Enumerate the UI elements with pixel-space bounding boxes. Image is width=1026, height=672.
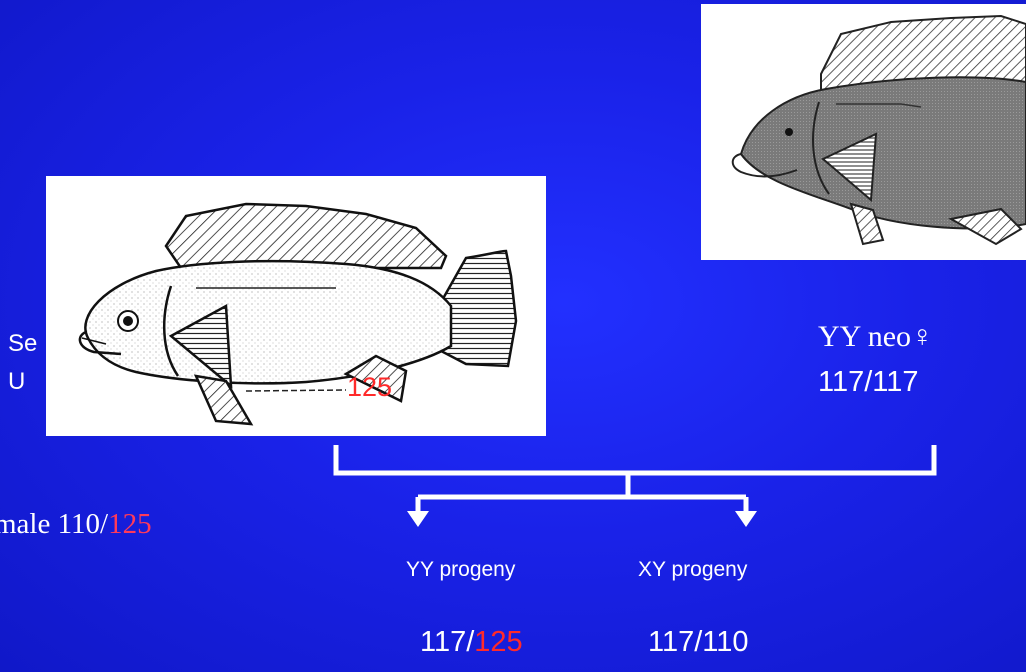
- down-arrow-icon: [735, 511, 757, 527]
- yy-genotype-red: 125: [474, 626, 522, 658]
- bracket-line: [336, 445, 934, 473]
- left-label-line2: U: [8, 368, 25, 396]
- male-overlay-value: 125: [347, 372, 392, 403]
- left-label-line1: Se: [8, 330, 37, 358]
- down-arrow-icon: [407, 511, 429, 527]
- female-fish-image: [701, 4, 1026, 260]
- male-genotype-prefix: male 110/: [0, 508, 108, 540]
- female-genotype: 117/117: [818, 366, 919, 399]
- male-fish-drawing: [46, 176, 546, 436]
- yy-genotype-prefix: 117/: [420, 626, 474, 658]
- xy-progeny-label: XY progeny: [638, 558, 747, 582]
- male-fish-image: [46, 176, 546, 436]
- xy-progeny-genotype: 117/110: [648, 626, 749, 659]
- male-genotype-label: male 110/125: [0, 508, 152, 541]
- female-label: YY neo♀: [818, 320, 934, 354]
- yy-progeny-label: YY progeny: [406, 558, 515, 582]
- cross-bracket: [330, 445, 950, 565]
- male-genotype-red: 125: [108, 508, 152, 540]
- yy-progeny-genotype: 117/125: [420, 626, 523, 659]
- female-fish-drawing: [701, 4, 1026, 260]
